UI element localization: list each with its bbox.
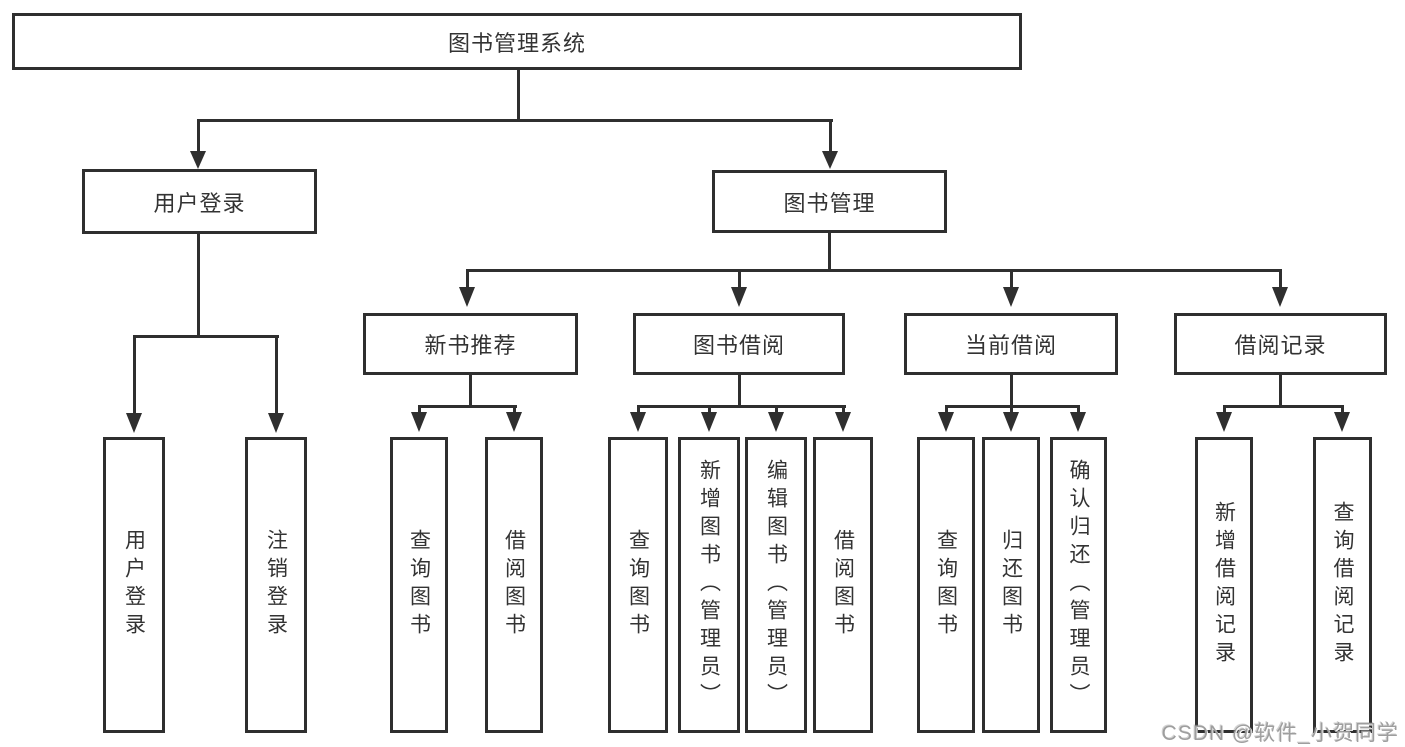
node-label: 用户登录 (153, 190, 246, 216)
connector-h (466, 269, 1282, 272)
node-label: 图书管理 (783, 190, 876, 216)
node-borrowing-records: 借阅记录 (1174, 313, 1387, 375)
connector-v (1279, 375, 1282, 408)
arrow-down (506, 412, 522, 432)
node-book-management: 图书管理 (712, 170, 947, 233)
connector-v (466, 269, 469, 287)
node-label: 归还图书 (999, 529, 1023, 641)
node-label: 确认归还（管理员） (1067, 459, 1090, 711)
arrow-down (630, 412, 646, 432)
connector-v (197, 234, 200, 337)
arrow-down (411, 412, 427, 432)
connector-v (1341, 405, 1344, 413)
leaf-user-login: 用户登录 (103, 437, 165, 733)
arrow-down (126, 413, 142, 433)
leaf-query-books-current: 查询图书 (917, 437, 975, 733)
connector-v (775, 405, 778, 413)
connector-v (1010, 269, 1013, 287)
node-library-management-system: 图书管理系统 (12, 13, 1022, 70)
leaf-add-book-admin: 新增图书（管理员） (678, 437, 740, 733)
connector-v (829, 119, 832, 152)
node-label: 新增借阅记录 (1212, 501, 1236, 669)
node-label: 图书借阅 (692, 333, 785, 358)
arrow-down (459, 287, 475, 307)
arrow-down (1003, 412, 1019, 432)
leaf-edit-book-admin: 编辑图书（管理员） (745, 437, 807, 733)
connector-v (738, 269, 741, 287)
node-label: 查询借阅记录 (1331, 501, 1354, 669)
connector-v (1279, 269, 1282, 287)
arrow-down (835, 412, 851, 432)
node-label: 用户登录 (122, 529, 146, 641)
node-label: 查询图书 (934, 529, 958, 641)
leaf-query-books-recommend: 查询图书 (390, 437, 448, 733)
connector-v (517, 70, 520, 120)
arrow-down (1003, 287, 1019, 307)
connector-v (828, 233, 831, 272)
connector-v (637, 405, 640, 413)
node-book-borrowing: 图书借阅 (633, 313, 845, 375)
connector-h (1223, 405, 1344, 408)
node-label: 借阅图书 (831, 529, 855, 641)
arrow-down (268, 413, 284, 433)
leaf-borrow-books-recommend: 借阅图书 (485, 437, 543, 733)
node-label: 借阅图书 (502, 529, 526, 641)
arrow-down (701, 412, 717, 432)
node-label: 当前借阅 (964, 333, 1057, 358)
node-new-book-recommendation: 新书推荐 (363, 313, 578, 375)
leaf-query-borrow-record: 查询借阅记录 (1313, 437, 1372, 733)
connector-v (708, 405, 711, 413)
connector-v (738, 375, 741, 408)
arrow-down (822, 151, 838, 169)
connector-h (133, 335, 279, 338)
node-label: 新书推荐 (424, 333, 517, 358)
connector-v (1010, 375, 1013, 408)
connector-v (842, 405, 845, 413)
node-label: 借阅记录 (1234, 333, 1327, 358)
leaf-confirm-return-admin: 确认归还（管理员） (1050, 437, 1107, 733)
leaf-return-book: 归还图书 (982, 437, 1040, 733)
watermark: CSDN @软件_小贺同学 (1161, 722, 1399, 745)
node-label: 新增图书（管理员） (697, 459, 721, 711)
connector-h (418, 405, 517, 408)
connector-v (945, 405, 948, 413)
node-label: 图书管理系统 (447, 30, 586, 56)
arrow-down (768, 412, 784, 432)
connector-h (637, 405, 846, 408)
node-label: 编辑图书（管理员） (764, 459, 788, 711)
connector-v (1077, 405, 1080, 413)
node-label: 查询图书 (407, 529, 431, 641)
connector-v (1010, 405, 1013, 413)
connector-v (275, 335, 278, 414)
leaf-logout: 注销登录 (245, 437, 307, 733)
arrow-down (1334, 412, 1350, 432)
connector-v (197, 119, 200, 152)
connector-v (418, 405, 421, 413)
arrow-down (731, 287, 747, 307)
leaf-add-borrow-record: 新增借阅记录 (1195, 437, 1253, 733)
node-label: 查询图书 (626, 529, 650, 641)
leaf-borrow-books: 借阅图书 (813, 437, 873, 733)
node-current-borrowing: 当前借阅 (904, 313, 1118, 375)
arrow-down (1272, 287, 1288, 307)
node-label: 注销登录 (264, 529, 288, 641)
leaf-query-books: 查询图书 (608, 437, 668, 733)
arrow-down (1070, 412, 1086, 432)
connector-h (197, 119, 833, 122)
connector-v (469, 375, 472, 408)
connector-v (1223, 405, 1226, 413)
node-user-login: 用户登录 (82, 169, 317, 234)
connector-v (133, 335, 136, 414)
arrow-down (938, 412, 954, 432)
arrow-down (190, 151, 206, 169)
arrow-down (1216, 412, 1232, 432)
connector-v (513, 405, 516, 413)
